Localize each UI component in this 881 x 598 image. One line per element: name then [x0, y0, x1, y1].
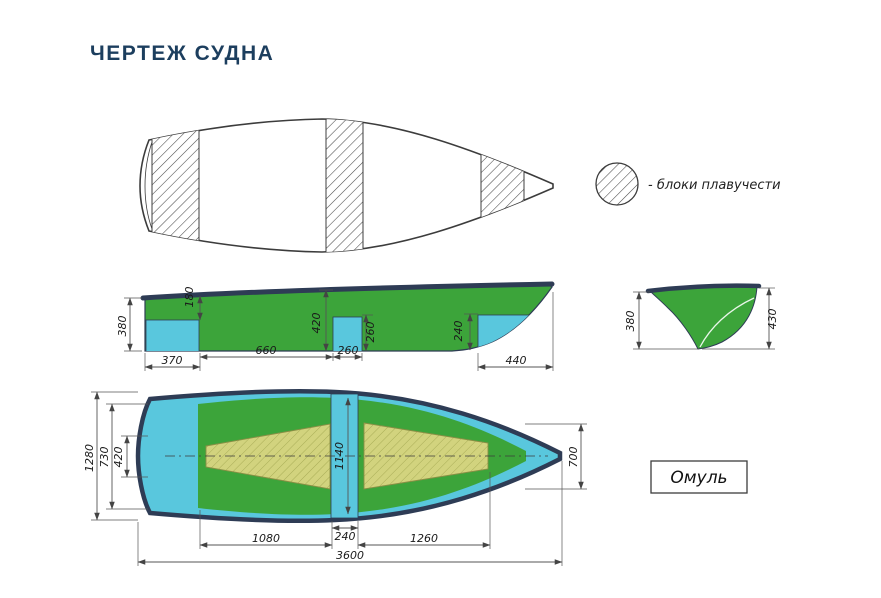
plan-view	[135, 389, 563, 523]
legend-hatch-icon	[595, 162, 639, 206]
plan-floor-left	[205, 423, 331, 490]
dim-plan-700: 700	[567, 447, 580, 468]
side-view	[140, 281, 555, 352]
section-view	[645, 283, 762, 350]
dim-side-240: 240	[452, 321, 465, 342]
dim-side-380: 380	[116, 316, 129, 337]
model-name-frame	[650, 460, 748, 494]
dim-side-660: 660	[256, 344, 277, 357]
dim-plan-420: 420	[112, 447, 125, 468]
legend: - блоки плавучести	[595, 162, 781, 206]
dim-side-440: 440	[506, 354, 527, 367]
section-chine-line	[699, 297, 755, 348]
side-buoyancy-stern	[145, 319, 200, 351]
legend-label: - блоки плавучести	[648, 178, 781, 193]
side-view-gunwale-band	[140, 281, 555, 301]
dim-plan-1260: 1260	[410, 532, 438, 545]
side-buoyancy-bow	[477, 314, 551, 351]
section-gunwale-band	[645, 283, 762, 294]
dim-side-420: 420	[310, 313, 323, 334]
dim-plan-240: 240	[335, 530, 356, 543]
dim-side-180: 180	[183, 287, 196, 308]
section-view-dimensions: 380 430	[624, 287, 779, 350]
dim-section-380: 380	[624, 311, 637, 332]
plan-view-dimensions: 1280 730 420 1140 700 240 1080 1	[83, 391, 587, 566]
model-name-box: Омуль	[650, 460, 748, 494]
dim-plan-730: 730	[98, 447, 111, 468]
top-view	[139, 118, 554, 253]
dim-section-430: 430	[766, 309, 779, 330]
dim-side-370: 370	[162, 354, 183, 367]
dim-plan-3600: 3600	[336, 549, 364, 562]
side-view-dimensions: 380 180 420 260 240 370 660 260	[116, 287, 554, 371]
page-title: ЧЕРТЕЖ СУДНА	[90, 42, 275, 65]
plan-hull-inner-green	[198, 397, 526, 515]
dim-plan-1140: 1140	[333, 442, 346, 470]
side-buoyancy-mid	[332, 316, 363, 351]
model-name-label: Омуль	[670, 468, 727, 488]
buoyancy-block-mid	[325, 119, 364, 252]
dim-plan-1280: 1280	[83, 444, 96, 472]
section-hull	[648, 285, 758, 350]
dim-side-260v: 260	[364, 322, 377, 343]
dim-side-260h: 260	[338, 344, 359, 357]
dim-plan-1080: 1080	[252, 532, 280, 545]
top-view-transom-line	[144, 141, 153, 230]
buoyancy-block-stern	[151, 127, 200, 244]
